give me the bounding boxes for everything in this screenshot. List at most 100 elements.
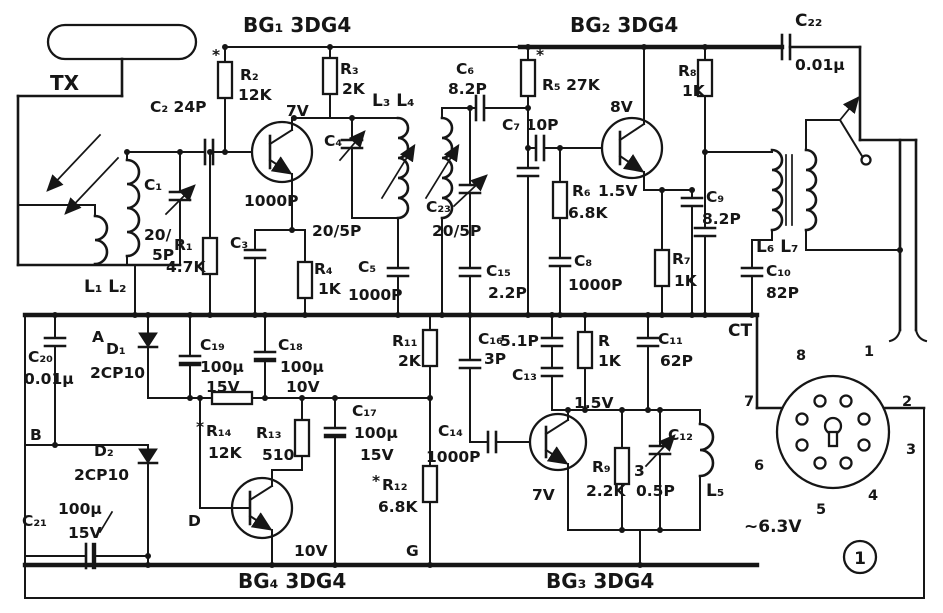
capacitor-c13-stack: 5.1P C₁₃ [500, 314, 564, 411]
label-c4: C₄ [324, 132, 342, 150]
label-r12-star: * [372, 472, 380, 490]
label-r3: R₃ [340, 60, 359, 78]
label-c20: C₂₀ [28, 348, 53, 366]
label-c21: C₂₁ [22, 512, 47, 530]
resistor-r4: R₄ 1K [254, 229, 342, 316]
label-ct: CT [728, 321, 752, 341]
label-c22-val: 0.01µ [795, 56, 845, 74]
label-d2: D₂ [94, 442, 114, 460]
label-pin7: 7 [744, 394, 754, 410]
capacitor-c5: C₅ 1000P [348, 217, 410, 316]
coil-l3 [380, 116, 416, 220]
label-r11: R₁₁ [392, 332, 418, 350]
resistor-r8: R₈ 1K [678, 46, 773, 316]
label-node-d: D [188, 512, 201, 530]
label-r2-val: 12K [238, 86, 273, 104]
label-r13-val: 510 [262, 446, 295, 464]
label-r8: R₈ [678, 62, 697, 80]
label-r13: R₁₃ [256, 424, 282, 442]
capacitor-c9: C₉ 8.2P [680, 188, 741, 316]
label-c17: C₁₇ [352, 402, 377, 420]
antenna-output [805, 96, 901, 251]
label-c18: C₁₈ [278, 336, 303, 354]
coil-l6 [770, 148, 784, 232]
label-c19-val1: 100µ [200, 358, 244, 376]
label-heater-voltage: ~6.3V [744, 517, 802, 537]
capacitor-c1: C₁ 20/ 5P [144, 151, 196, 266]
resistor-r9: R₉ 2.2K [586, 409, 631, 531]
bypass-cap [516, 147, 540, 316]
label-c1-val2: 5P [152, 246, 174, 264]
label-c15-val: 2.2P [488, 284, 527, 302]
capacitor-c16: C₁₆ 3P [458, 314, 506, 443]
capacitor-c3: C₃ 1000P [230, 192, 299, 316]
input-tank: L₁ L₂ C₁ 20/ 5P [84, 151, 206, 316]
transistor-bg1: 7V [250, 102, 314, 231]
label-l1-l2: L₁ L₂ [84, 277, 126, 297]
capacitor-c18: C₁₈ 100µ 10V [253, 314, 324, 399]
label-d1: D₁ [106, 340, 126, 358]
label-c11-val: 62P [660, 352, 693, 370]
label-c12-val2: 0.5P [636, 482, 675, 500]
label-bg4: BG₄ 3DG4 [238, 569, 346, 593]
label-c4-val: 20/5P [312, 222, 361, 240]
resistor-r12: * R₁₂ 6.8K [372, 397, 439, 566]
capacitor-c21: C₂₁ 100µ 15V [22, 500, 149, 570]
label-c12-val1: 3 [634, 462, 645, 480]
capacitor-c10: C₁₀ 82P [740, 229, 799, 316]
bg1-stage: C₂ 24P R₁ 4.7K * R₂ 12K R₃ 2K [150, 13, 366, 316]
label-bg1: BG₁ 3DG4 [243, 13, 351, 37]
label-r2-star: * [212, 46, 220, 64]
label-l3-l4: L₃ L₄ [372, 91, 414, 111]
capacitor-c4: C₄ 20/5P [312, 117, 366, 240]
label-c23-val: 20/5P [432, 222, 481, 240]
label-d2-val: 2CP10 [74, 466, 129, 484]
label-r2: R₂ [240, 66, 259, 84]
label-r6-val: 6.8K [568, 204, 608, 222]
label-c8-val: 1000P [568, 276, 623, 294]
label-c12: C₁₂ [668, 426, 693, 444]
label-c14-val: 1000P [426, 448, 481, 466]
label-r5: R₅ 27K [542, 76, 601, 94]
label-c10: C₁₀ [766, 262, 791, 280]
capacitor-c17: C₁₇ 100µ 15V [323, 397, 398, 566]
label-l5: L₅ [706, 481, 724, 501]
label-c7: C₇ 10P [502, 116, 559, 134]
label-d1-val: 2CP10 [90, 364, 145, 382]
label-c1: C₁ [144, 176, 162, 194]
label-c16: C₁₆ [478, 330, 503, 348]
label-c23: C₂₃ [426, 198, 451, 216]
label-pin8: 8 [796, 348, 806, 364]
label-c2: C₂ 24P [150, 98, 207, 116]
label-c9-val: 8.2P [702, 210, 741, 228]
label-c5-val: 1000P [348, 286, 403, 304]
label-bg2-8v: 8V [610, 98, 633, 116]
label-c3: C₃ [230, 234, 248, 252]
label-bg2: BG₂ 3DG4 [570, 13, 678, 37]
label-c13: C₁₃ [512, 366, 537, 384]
diode-d1: D₁ 2CP10 [90, 314, 159, 399]
capacitor-c14: C₁₄ 1000P [426, 422, 547, 466]
label-r14: R₁₄ [206, 422, 232, 440]
bg3-stage: C₁₆ 3P C₁₄ 1000P 5.1P C₁₃ R 1K [426, 314, 724, 593]
transistor-bg3: 1.5V 7V [528, 394, 613, 531]
label-c6-val: 8.2P [448, 80, 487, 98]
capacitor-c23: C₂₃ 20/5P [426, 107, 488, 269]
capacitor-c6: C₆ 8.2P [448, 60, 529, 122]
label-c15: C₁₅ [486, 262, 511, 280]
diode-d2: D₂ 2CP10 [74, 442, 159, 557]
label-c17-val2: 15V [360, 446, 394, 464]
transistor-bg2: 8V 1.5V [598, 46, 664, 200]
label-r4: R₄ [314, 260, 333, 278]
label-pin2: 2 [902, 394, 912, 410]
label-r12: R₁₂ [382, 476, 408, 494]
label-c18-val2: 10V [286, 378, 320, 396]
label-r8-val: 1K [682, 82, 706, 100]
label-r11-val: 2K [398, 352, 422, 370]
tube-socket: CT 1 2 3 4 5 6 7 8 ~6.3V [728, 321, 916, 537]
feedline [888, 138, 928, 343]
label-c21-val2: 15V [68, 524, 102, 542]
label-c20-val: 0.01µ [24, 370, 74, 388]
